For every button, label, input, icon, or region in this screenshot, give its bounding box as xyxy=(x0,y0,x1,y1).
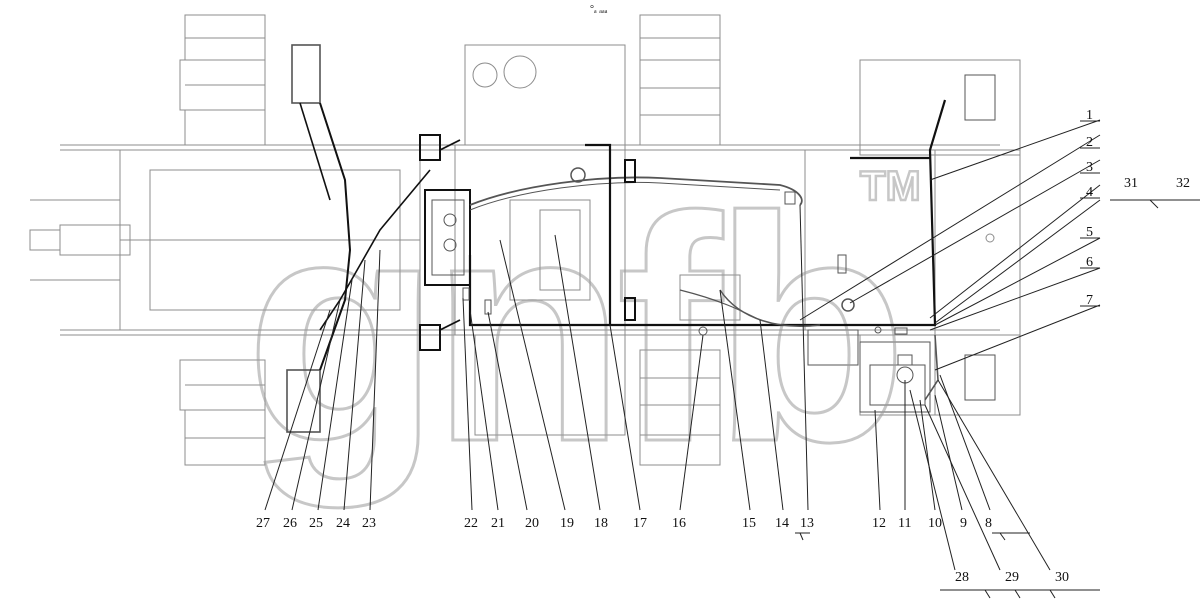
leader-lines xyxy=(264,119,1200,599)
callout-19: 19 xyxy=(560,516,574,531)
callout-16: 16 xyxy=(672,516,686,531)
callout-20: 20 xyxy=(525,516,539,531)
top-mark: °ₐ ₐₐₐ xyxy=(590,4,608,15)
callout-24: 24 xyxy=(336,516,350,531)
callout-32: 32 xyxy=(1176,176,1190,191)
callout-29: 29 xyxy=(1005,570,1019,585)
callout-11: 11 xyxy=(898,516,911,531)
callout-4: 4 xyxy=(1086,185,1093,200)
callout-labels: 1 2 3 4 5 6 7 31 32 27 26 25 24 23 22 21… xyxy=(256,108,1190,585)
callout-15: 15 xyxy=(742,516,756,531)
callout-17: 17 xyxy=(633,516,647,531)
callout-28: 28 xyxy=(955,570,969,585)
callout-30: 30 xyxy=(1055,570,1069,585)
watermark-text: gnfb xyxy=(245,150,898,510)
callout-5: 5 xyxy=(1086,225,1093,240)
callout-14: 14 xyxy=(775,516,789,531)
callout-9: 9 xyxy=(960,516,967,531)
callout-18: 18 xyxy=(594,516,608,531)
callout-10: 10 xyxy=(928,516,942,531)
callout-26: 26 xyxy=(283,516,297,531)
callout-31: 31 xyxy=(1124,176,1138,191)
callout-8: 8 xyxy=(985,516,992,531)
callout-6: 6 xyxy=(1086,255,1093,270)
callout-21: 21 xyxy=(491,516,505,531)
callout-27: 27 xyxy=(256,516,270,531)
callout-22: 22 xyxy=(464,516,478,531)
callout-7: 7 xyxy=(1086,293,1093,308)
callout-3: 3 xyxy=(1086,160,1093,175)
callout-13: 13 xyxy=(800,516,814,531)
chassis-outline xyxy=(29,14,1021,466)
callout-12: 12 xyxy=(872,516,886,531)
watermark-trademark: TM xyxy=(860,162,921,209)
callout-1: 1 xyxy=(1086,108,1093,123)
callout-23: 23 xyxy=(362,516,376,531)
callout-2: 2 xyxy=(1086,135,1093,150)
callout-25: 25 xyxy=(309,516,323,531)
